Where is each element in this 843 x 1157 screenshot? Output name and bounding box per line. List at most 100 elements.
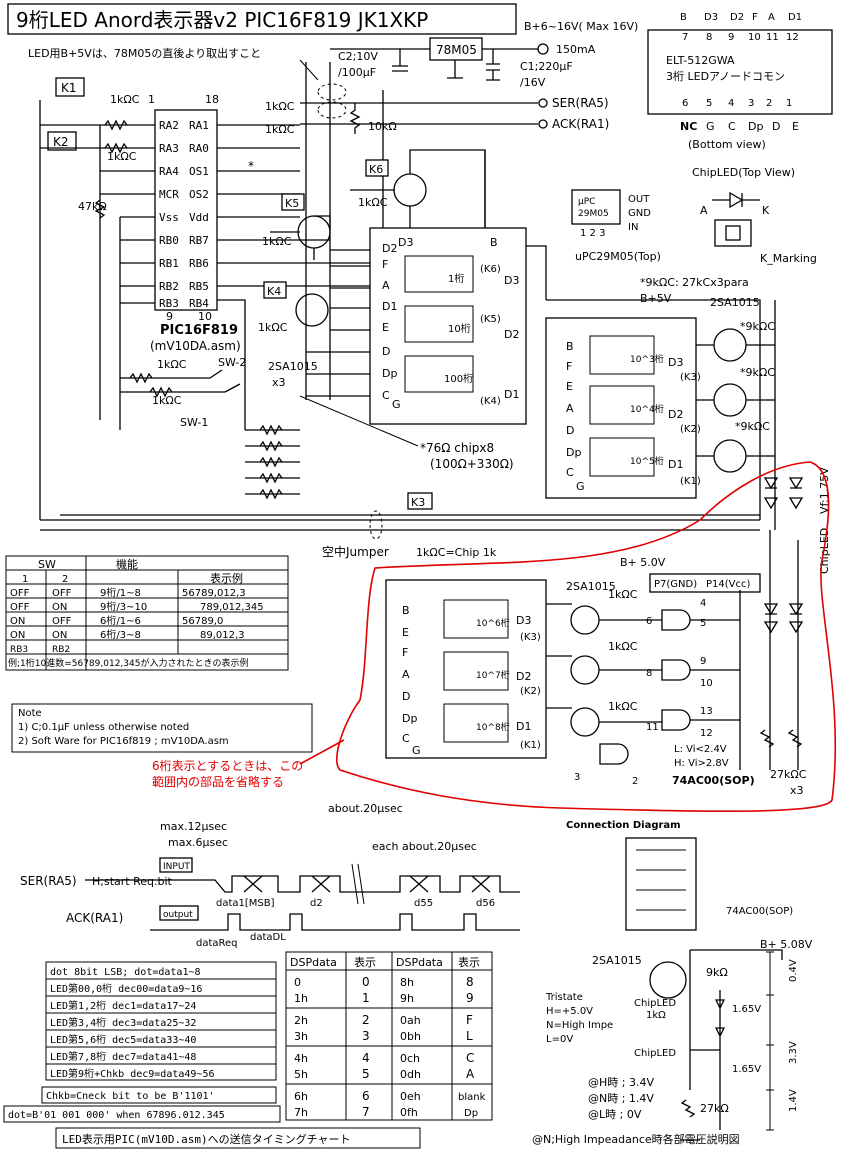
svg-text:6桁/1~6: 6桁/1~6	[100, 614, 141, 627]
svg-text:ON: ON	[52, 630, 67, 641]
pic-r47-symbol	[94, 199, 106, 219]
svg-text:A: A	[768, 12, 775, 23]
upc29m05-body	[571, 189, 621, 225]
dot-text: dot=B'01 001 000' when 67896.012.345	[8, 1110, 225, 1121]
tri-r9k: 9kΩ	[706, 966, 728, 979]
svg-text:6桁/3~8: 6桁/3~8	[100, 628, 141, 641]
nand-out-13: 13	[700, 706, 713, 717]
svg-text:LED第9桁+Chkb dec9=data49~56: LED第9桁+Chkb dec9=data49~56	[50, 1067, 215, 1080]
svg-text:D: D	[382, 345, 390, 358]
long-bus	[40, 514, 760, 531]
lower-d3: D3	[516, 614, 531, 627]
svg-text:8: 8	[706, 32, 712, 43]
display2-d2: D2	[668, 408, 683, 421]
svg-text:0bh: 0bh	[400, 1030, 421, 1043]
svg-text:6: 6	[682, 98, 688, 109]
lower-digit2-label: 10^7桁	[476, 669, 510, 681]
chipled-a: A	[700, 204, 708, 217]
display2-bplus: B+5V	[640, 292, 672, 305]
page-title: 9桁LED Anord表示器v2 PIC16F819 JK1XKP	[16, 8, 428, 32]
timing-h: H;start Req.bit	[92, 875, 173, 888]
svg-text:0ah: 0ah	[400, 1014, 421, 1027]
svg-text:OFF: OFF	[52, 588, 72, 599]
svg-text:9h: 9h	[400, 992, 414, 1005]
lower-p7: P7(GND)	[654, 579, 697, 590]
svg-text:7: 7	[682, 32, 688, 43]
svg-text:Note: Note	[18, 708, 42, 719]
lower-vil: L: Vi<2.4V	[674, 744, 727, 755]
pic-pin9: 9	[166, 310, 173, 323]
elt512-top-nums: 7 8 9 10 11 12	[682, 32, 799, 43]
nand-out-9: 9	[700, 656, 706, 667]
svg-text:4: 4	[362, 1051, 370, 1065]
display2-k1: (K1)	[680, 476, 701, 487]
display1-d3: D3	[398, 236, 413, 249]
lower-tr: 2SA1015	[566, 580, 616, 593]
k4-transistor	[295, 293, 329, 327]
chip1k-label: 1kΩC=Chip 1k	[416, 546, 497, 559]
svg-text:C: C	[466, 1051, 474, 1065]
svg-text:3: 3	[748, 98, 754, 109]
chipled-title: ChipLED(Top View)	[692, 166, 795, 179]
nand-in-8: 8	[646, 668, 652, 679]
display1-digit3-label: 100桁	[444, 372, 473, 385]
conn-gates	[636, 849, 686, 911]
ic-power-box	[649, 573, 761, 593]
timing-data1: data1[MSB]	[216, 898, 275, 909]
pic-sub: (mV10DA.asm)	[150, 339, 241, 353]
timing-t4: each about.20μsec	[372, 840, 477, 853]
svg-text:3: 3	[362, 1029, 370, 1043]
svg-text:RA1: RA1	[189, 119, 209, 132]
ser-waveform	[85, 875, 520, 893]
chkb-box	[41, 1086, 277, 1104]
timing-input-box	[159, 857, 193, 873]
lower-tr2	[570, 655, 600, 685]
k6-r: 1kΩC	[358, 196, 388, 209]
nand-pin3: 3	[574, 772, 580, 783]
lower-display-pins: B E F A D Dp C G	[402, 604, 421, 757]
svg-text:C: C	[566, 466, 574, 479]
c1-label: C1;220μF	[520, 60, 573, 73]
svg-text:DSPdata: DSPdata	[396, 956, 443, 969]
k6-label: K6	[369, 163, 383, 176]
svg-text:E: E	[566, 380, 573, 393]
display2-pins: B F E A D Dp C G	[566, 340, 585, 493]
pic-r4: 1kΩC	[152, 394, 182, 407]
timing-break	[351, 863, 365, 905]
svg-text:G: G	[576, 480, 585, 493]
upc-nums: 1 2 3	[580, 228, 605, 239]
k3-label: K3	[411, 496, 425, 509]
svg-text:B: B	[402, 604, 410, 617]
red-note-l1: 6桁表示とするときは、この	[152, 759, 303, 773]
ack-waveform	[150, 913, 520, 931]
svg-text:1: 1	[22, 574, 28, 585]
title-box	[7, 3, 517, 35]
svg-text:1h: 1h	[294, 992, 308, 1005]
tri-v33: 3.3V	[788, 1041, 799, 1064]
display1-k4: (K4)	[480, 396, 501, 407]
svg-text:RA4: RA4	[159, 165, 179, 178]
k3-box	[407, 492, 433, 510]
svg-text:F: F	[466, 1013, 473, 1027]
svg-text:1) C;0.1μF unless otherwise n: 1) C;0.1μF unless otherwise noted	[18, 722, 189, 733]
svg-text:10: 10	[748, 32, 761, 43]
svg-text:0dh: 0dh	[400, 1068, 421, 1081]
upc-in: IN	[628, 222, 638, 233]
sw2-label: SW-2	[218, 356, 246, 369]
red-omit-boundary	[336, 461, 837, 813]
pullup-10k	[349, 103, 361, 134]
svg-text:1: 1	[362, 991, 370, 1005]
display2-r9k-1: *9kΩC	[740, 320, 775, 333]
timing-t2: max.6μsec	[168, 836, 228, 849]
svg-text:表示例: 表示例	[210, 571, 243, 585]
elt512-bot-nums: 6 5 4 3 2 1	[682, 98, 792, 109]
display1-lbl-d3: D3	[504, 274, 519, 287]
svg-text:E: E	[792, 120, 799, 133]
display1-b: B	[490, 236, 498, 249]
display2-d1: D1	[668, 458, 683, 471]
svg-text:OS2: OS2	[189, 188, 209, 201]
svg-text:7h: 7h	[294, 1106, 308, 1119]
svg-text:LED第5,6桁 dec5=data33~40: LED第5,6桁 dec5=data33~40	[50, 1033, 196, 1046]
display2-tr1	[713, 328, 747, 362]
